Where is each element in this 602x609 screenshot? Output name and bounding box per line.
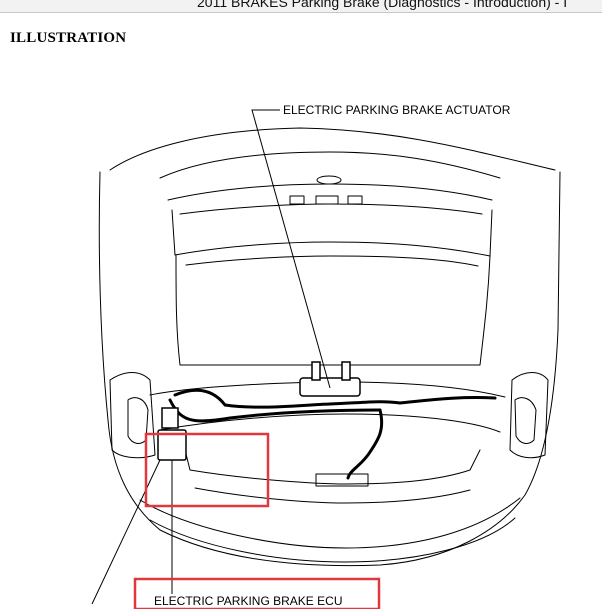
document-header: 2011 BRAKES Parking Brake (Diagnostics -… [0,0,602,13]
section-title: ILLUSTRATION [10,30,127,46]
ecu-label-highlight-box [133,577,381,609]
ecu-highlight-box [144,432,270,508]
actuator-leader-line [251,109,331,389]
callout-ecu-label: ELECTRIC PARKING BRAKE ECU [154,594,343,608]
callout-actuator-label: ELECTRIC PARKING BRAKE ACTUATOR [283,103,511,117]
parking-brake-ecu-icon [157,407,187,461]
callout-leader-lines [91,109,331,605]
vehicle-outline [98,127,561,567]
highlight-boxes [133,432,381,609]
document-title: 2011 BRAKES Parking Brake (Diagnostics -… [197,0,568,10]
parking-brake-actuator-icon [299,361,361,397]
wiring-harness [168,388,497,480]
ecu-secondary-leader-line [91,459,161,605]
